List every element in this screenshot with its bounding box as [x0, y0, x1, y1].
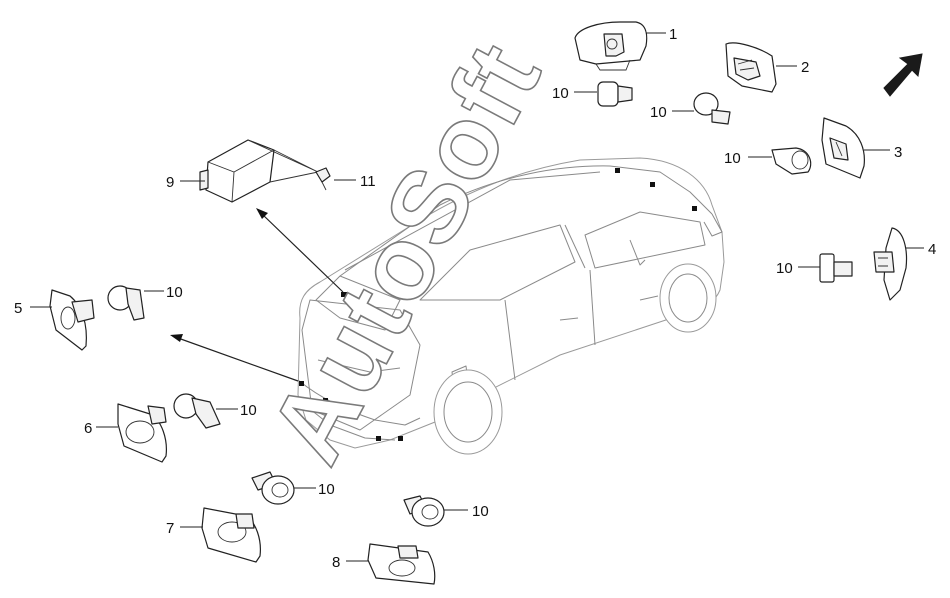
part-5-bracket: 5 — [14, 289, 95, 351]
part-10-sensors: 10 10 10 10 10 — [107, 81, 853, 527]
callout-10-g: 10 — [318, 481, 335, 498]
sensor-10-c: 10 — [724, 147, 812, 175]
pointer-arrows — [170, 208, 344, 382]
callout-1: 1 — [669, 26, 677, 43]
callout-10-h: 10 — [472, 503, 489, 520]
sensor-10-f: 10 — [173, 393, 257, 429]
callout-10-e: 10 — [166, 284, 183, 301]
part-11-screw: 11 — [315, 167, 376, 191]
callout-3: 3 — [894, 144, 902, 161]
part-9-control-module: 9 — [166, 139, 319, 203]
callout-5: 5 — [14, 300, 22, 317]
part-6-bracket: 6 — [84, 403, 167, 463]
part-7-bracket: 7 — [166, 507, 261, 563]
callout-9: 9 — [166, 174, 174, 191]
part-1-bracket: 1 — [574, 21, 677, 71]
sensor-10-b: 10 — [650, 92, 731, 125]
sensor-10-g: 10 — [251, 471, 335, 505]
callout-10-b: 10 — [650, 104, 667, 121]
callout-10-f: 10 — [240, 402, 257, 419]
callout-10-a: 10 — [552, 85, 569, 102]
sensor-10-h: 10 — [403, 495, 489, 527]
sensor-10-d: 10 — [776, 253, 853, 283]
callout-6: 6 — [84, 420, 92, 437]
vehicle-illustration — [297, 157, 725, 455]
part-4-bracket: 4 — [873, 227, 936, 301]
callout-2: 2 — [801, 59, 809, 76]
sensor-10-a: 10 — [552, 81, 633, 107]
callout-8: 8 — [332, 554, 340, 571]
part-8-bracket: 8 — [332, 543, 436, 585]
callout-4: 4 — [928, 241, 936, 258]
callout-7: 7 — [166, 520, 174, 537]
part-2-bracket: 2 — [725, 42, 809, 93]
sensor-10-e: 10 — [107, 284, 183, 321]
callout-10-d: 10 — [776, 260, 793, 277]
part-3-bracket: 3 — [821, 117, 902, 179]
front-direction-arrow — [883, 53, 923, 97]
callout-11: 11 — [360, 173, 376, 190]
callout-10-c: 10 — [724, 150, 741, 167]
